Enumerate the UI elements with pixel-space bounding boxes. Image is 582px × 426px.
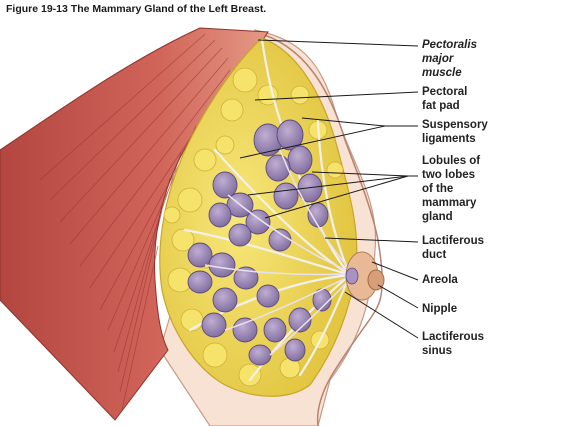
- label-line: Lobules of: [422, 155, 481, 167]
- lactiferous-ducts: [204, 149, 356, 356]
- lactiferous-sinus: [345, 267, 359, 285]
- nipple: [367, 269, 385, 291]
- label-nipple: Nipple: [422, 302, 572, 316]
- label-line: ligaments: [422, 133, 476, 145]
- label-suspensory-ligaments: Suspensory ligaments: [422, 118, 572, 146]
- label-line: muscle: [422, 67, 462, 79]
- label-lobules: Lobules of two lobes of the mammary glan…: [422, 154, 572, 224]
- label-line: fat pad: [422, 100, 460, 112]
- figure-title: Figure 19-13 The Mammary Gland of the Le…: [6, 3, 267, 15]
- label-pectoral-fat-pad: Pectoral fat pad: [422, 85, 572, 113]
- label-line: Suspensory: [422, 119, 488, 131]
- muscle-fibers: [39, 33, 231, 411]
- label-line: two lobes: [422, 169, 476, 181]
- label-line: Pectoral: [422, 86, 468, 98]
- label-lactiferous-sinus: Lactiferous sinus: [422, 330, 572, 358]
- label-line: gland: [422, 211, 453, 223]
- label-line: major: [422, 53, 454, 65]
- label-lactiferous-duct: Lactiferous duct: [422, 234, 572, 262]
- label-areola: Areola: [422, 273, 572, 287]
- label-line: Areola: [422, 274, 458, 286]
- label-line: Nipple: [422, 303, 458, 315]
- label-line: sinus: [422, 345, 453, 357]
- leader-lines: [239, 39, 419, 339]
- label-line: Lactiferous: [422, 331, 484, 343]
- label-line: Pectoralis: [422, 39, 477, 51]
- label-pectoralis-major-muscle: Pectoralis major muscle: [422, 38, 572, 80]
- label-line: mammary: [422, 197, 477, 209]
- label-line: duct: [422, 249, 447, 261]
- label-line: of the: [422, 183, 454, 195]
- label-line: Lactiferous: [422, 235, 484, 247]
